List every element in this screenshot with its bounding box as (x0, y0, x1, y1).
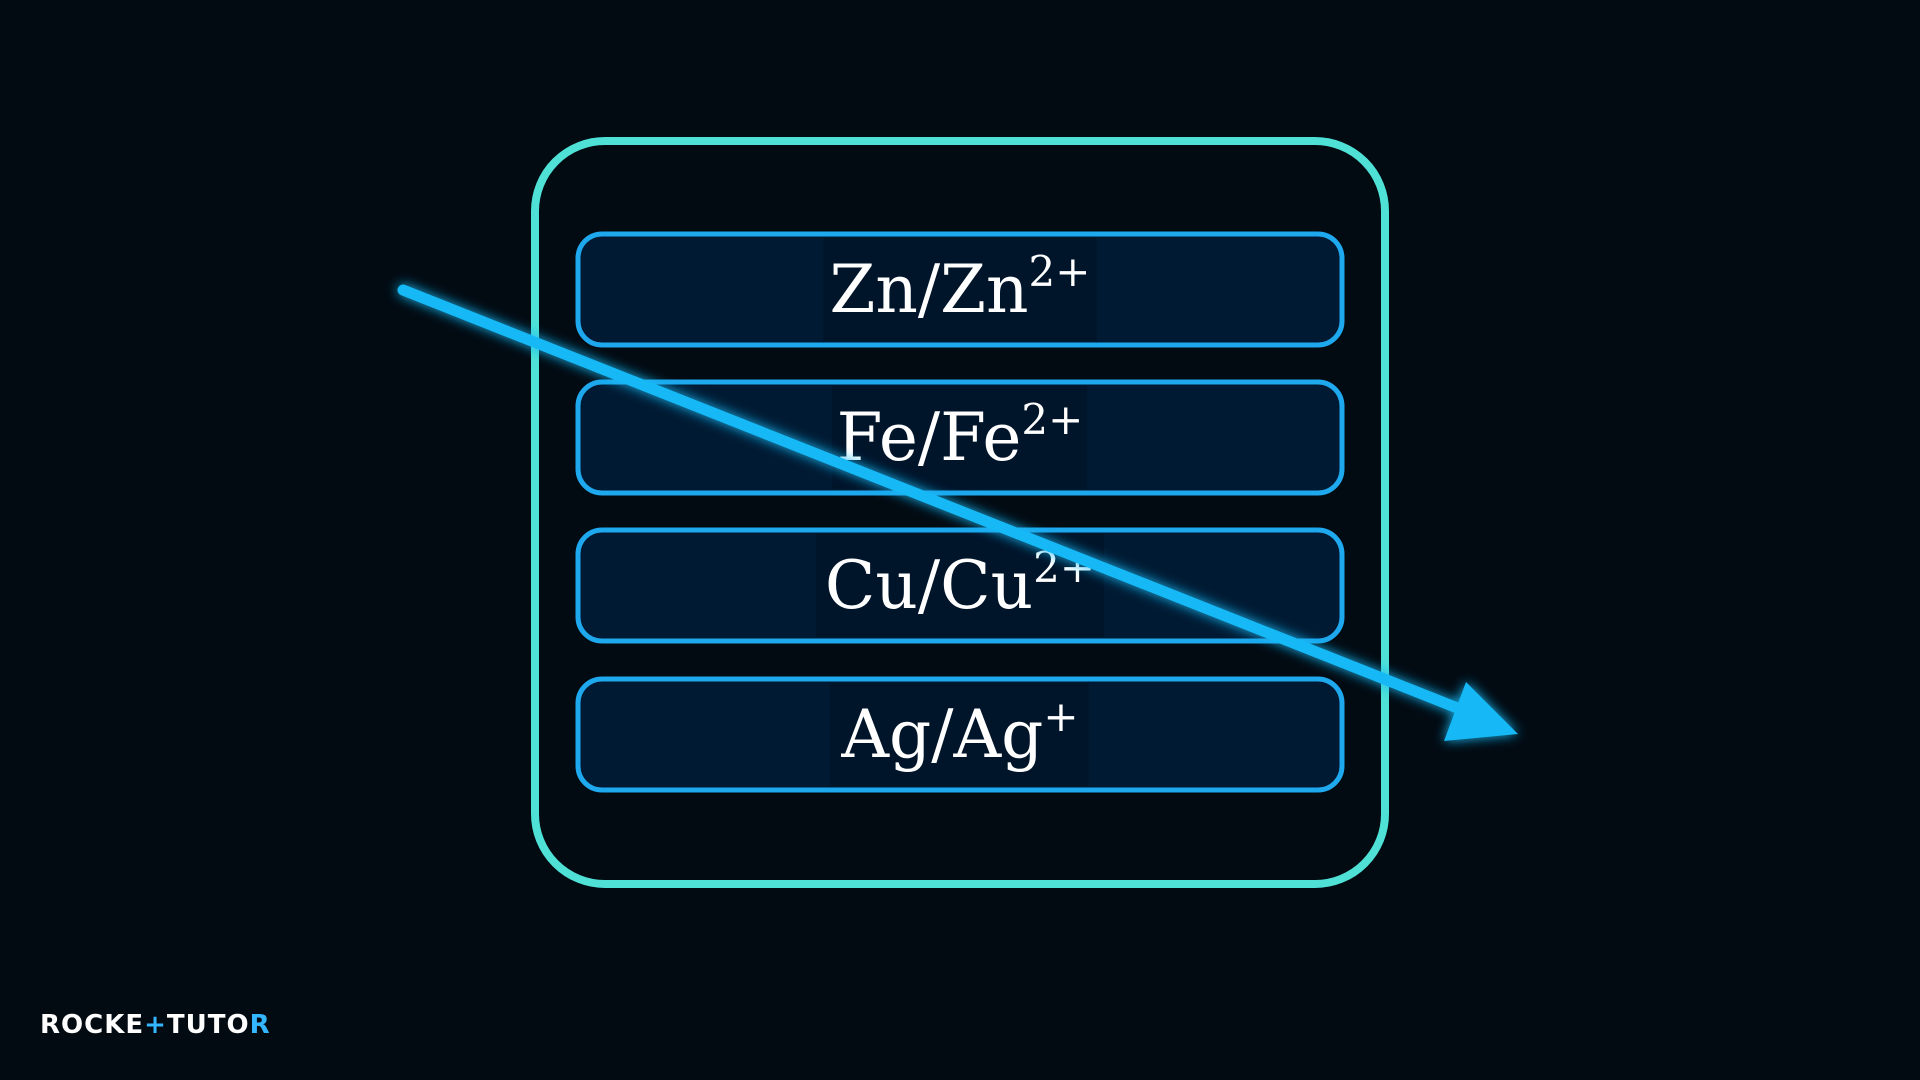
row-ag: Ag/Ag+ (575, 676, 1345, 793)
logo-plus-accent: + (144, 1010, 167, 1040)
trend-arrow (397, 284, 1518, 741)
row-label-base: Fe/Fe (837, 399, 1022, 476)
row-cu: Cu/Cu2+ (575, 527, 1345, 644)
label-background (830, 683, 1089, 786)
row-label-sup: 2+ (1029, 247, 1091, 296)
rocket-tutor-logo: ROCKE+TUTOR (40, 1010, 271, 1040)
row-fe: Fe/Fe2+ (575, 379, 1345, 496)
row-label-ag: Ag/Ag+ (840, 692, 1078, 773)
logo-text-part1: ROCKE (40, 1010, 145, 1040)
label-background (823, 238, 1097, 341)
row-zn: Zn/Zn2+ (575, 231, 1345, 348)
row-label-sup: 2+ (1021, 395, 1083, 444)
arrow-shaft (397, 284, 1476, 719)
row-label-sup: + (1043, 692, 1078, 741)
row-label-base: Ag/Ag (840, 696, 1043, 773)
row-label-fe: Fe/Fe2+ (837, 395, 1084, 476)
arrow-head (1444, 682, 1518, 741)
logo-text-part3: R (249, 1010, 271, 1040)
row-label-base: Zn/Zn (830, 251, 1029, 328)
outer-box (531, 137, 1389, 888)
row-label-zn: Zn/Zn2+ (830, 247, 1091, 328)
row-label-cu: Cu/Cu2+ (825, 543, 1095, 624)
logo-text-part2: TUTO (166, 1010, 250, 1040)
row-label-base: Cu/Cu (825, 547, 1033, 624)
